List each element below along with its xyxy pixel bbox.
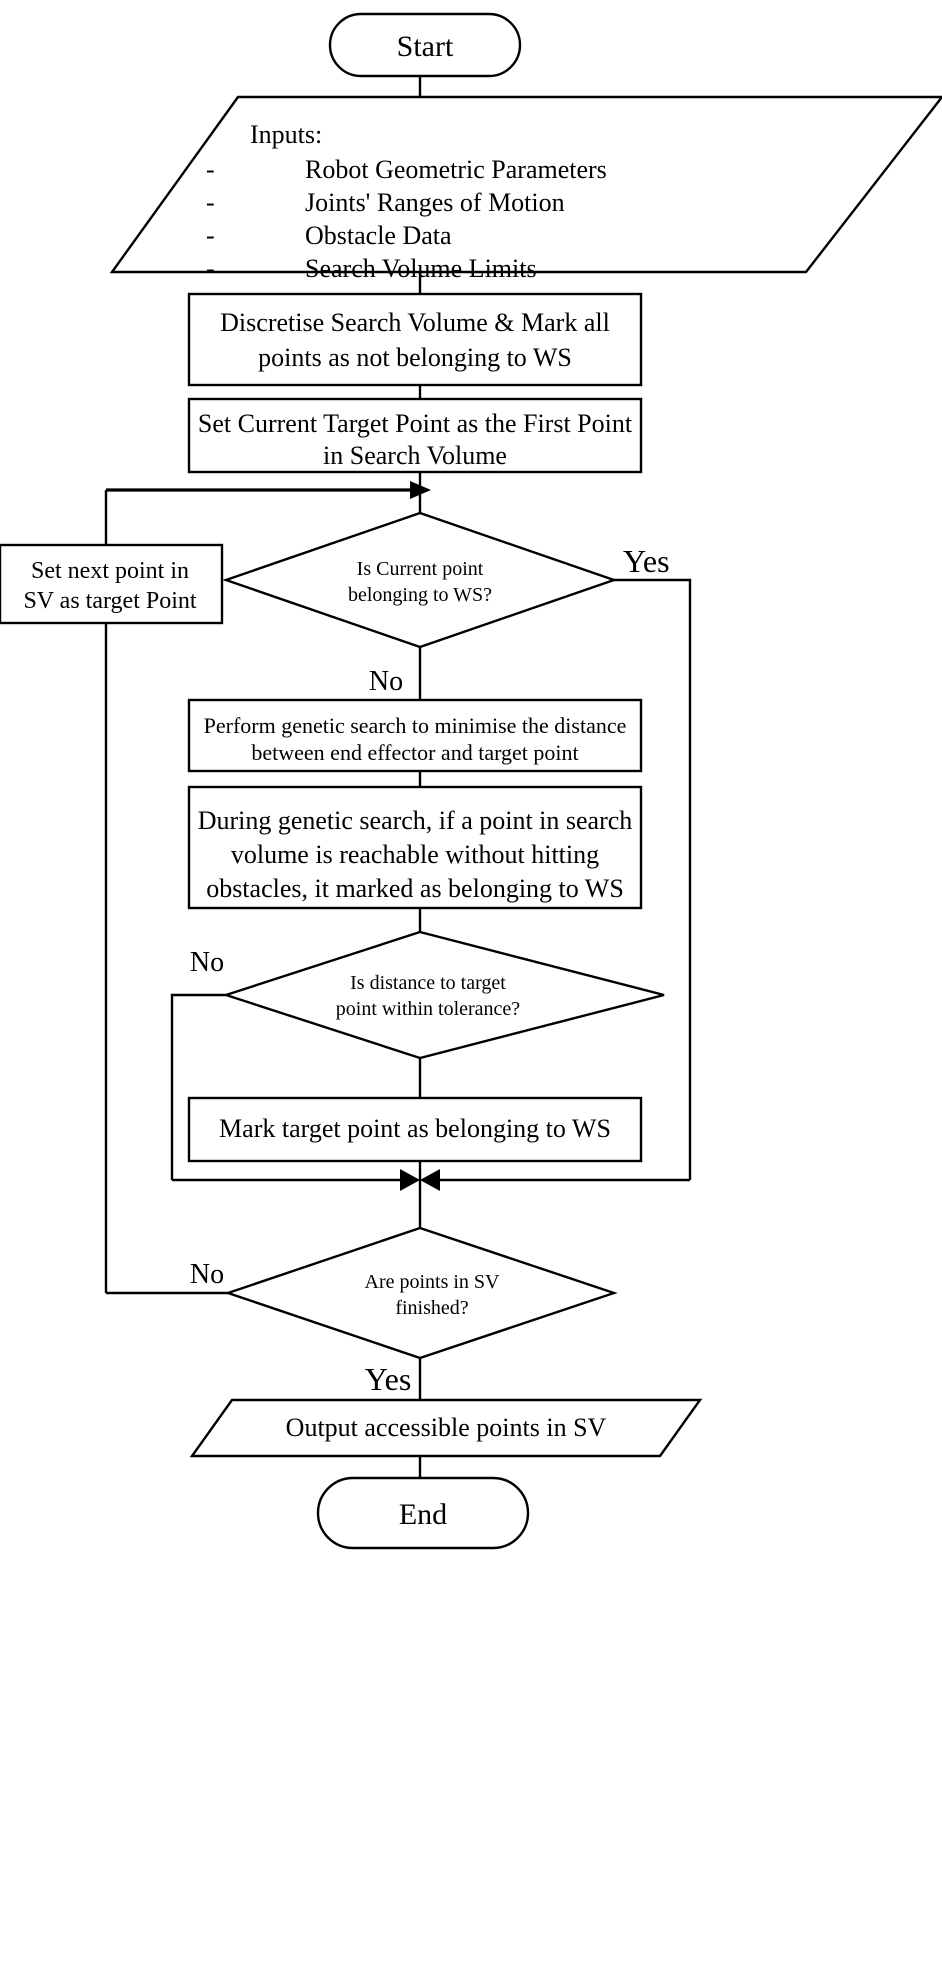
node-start-label: Start: [397, 30, 454, 63]
node-during-line1: During genetic search, if a point in sea…: [198, 806, 633, 835]
bullet-dash-icon-3: -: [206, 221, 215, 250]
node-inputs-item-2: Joints' Ranges of Motion: [305, 188, 565, 217]
node-decision-in-ws[interactable]: [222, 511, 618, 649]
node-discretise-line1: Discretise Search Volume & Mark all: [220, 308, 610, 337]
node-decision-finished[interactable]: [224, 1226, 618, 1360]
node-decision-tolerance[interactable]: [222, 930, 665, 1060]
node-start[interactable]: [328, 12, 522, 78]
node-inputs-heading: Inputs:: [250, 120, 322, 149]
edge-label-no-tolerance: No: [190, 947, 224, 978]
node-genetic-search-line1: Perform genetic search to minimise the d…: [204, 713, 627, 738]
node-set-current-line1: Set Current Target Point as the First Po…: [198, 409, 633, 438]
node-discretise[interactable]: [187, 292, 643, 387]
node-decision-tolerance-line2: point within tolerance?: [336, 998, 521, 1020]
node-end[interactable]: [316, 1476, 530, 1550]
node-genetic-search-line2: between end effector and target point: [251, 740, 578, 765]
node-decision-finished-line1: Are points in SV: [365, 1271, 501, 1293]
node-decision-tolerance-line1: Is distance to target: [350, 972, 506, 994]
connector-yes-inws-to-merge: [614, 578, 692, 1180]
bullet-dash-icon-1: -: [206, 155, 215, 184]
node-output[interactable]: [189, 1398, 703, 1458]
edge-label-no-finished: No: [190, 1259, 224, 1290]
edge-label-no-in-ws: No: [369, 666, 403, 697]
node-genetic-search[interactable]: [187, 698, 643, 773]
node-inputs-item-1: Robot Geometric Parameters: [305, 155, 607, 184]
arrowhead-loopback: [410, 481, 431, 499]
node-during-genetic-search[interactable]: [187, 785, 643, 910]
node-mark-target-point[interactable]: [187, 1096, 643, 1163]
bullet-dash-icon-4: -: [206, 254, 215, 283]
node-end-label: End: [399, 1498, 447, 1531]
node-decision-in-ws-line1: Is Current point: [357, 558, 484, 580]
node-inputs-item-3: Obstacle Data: [305, 221, 452, 250]
node-decision-in-ws-line2: belonging to WS?: [348, 584, 492, 606]
node-set-current-line2: in Search Volume: [323, 441, 507, 470]
node-during-line3: obstacles, it marked as belonging to WS: [206, 874, 624, 903]
node-set-next-line1: Set next point in: [31, 558, 189, 584]
edge-label-yes-in-ws: Yes: [623, 543, 670, 579]
node-inputs-item-4: Search Volume Limits: [305, 254, 537, 283]
node-set-next-line2: SV as target Point: [23, 588, 196, 614]
arrowhead-merge-right: [420, 1169, 440, 1191]
node-mark-target-line1: Mark target point as belonging to WS: [219, 1114, 611, 1143]
node-output-label: Output accessible points in SV: [286, 1413, 607, 1442]
node-inputs[interactable]: [109, 95, 942, 274]
bullet-dash-icon-2: -: [206, 188, 215, 217]
edge-label-yes-finished: Yes: [365, 1361, 412, 1397]
node-during-line2: volume is reachable without hitting: [231, 840, 599, 869]
node-set-current-target[interactable]: [187, 397, 643, 474]
node-discretise-line2: points as not belonging to WS: [258, 343, 572, 372]
node-decision-finished-line2: finished?: [395, 1297, 468, 1319]
arrowhead-merge-left: [400, 1169, 420, 1191]
node-set-next-point[interactable]: [0, 543, 224, 625]
connector-no-tolerance-to-merge: [170, 993, 226, 1180]
